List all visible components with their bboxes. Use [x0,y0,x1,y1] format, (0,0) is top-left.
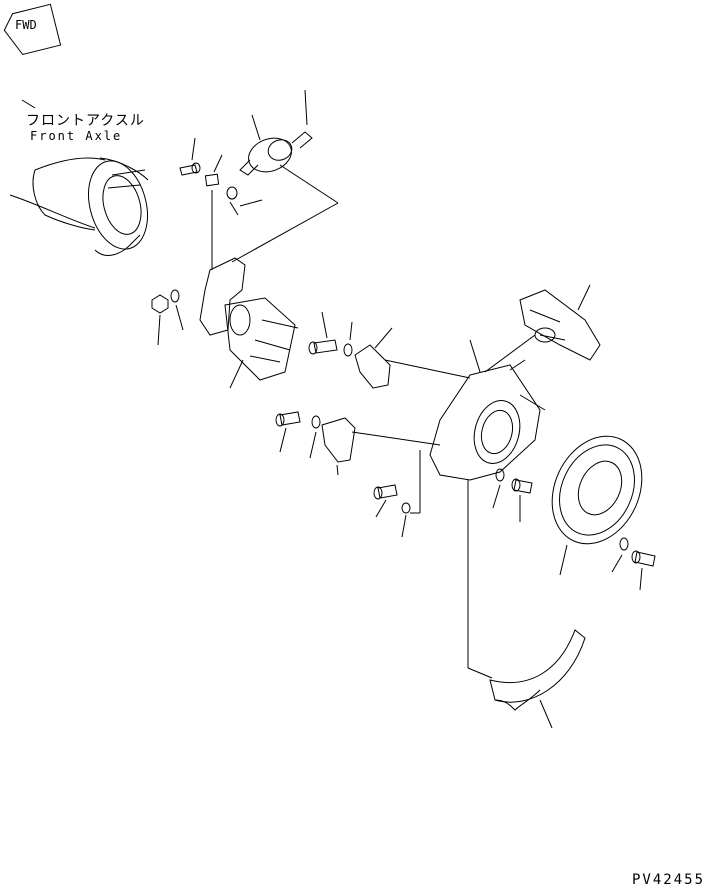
fwd-label: FWD [15,18,37,32]
dust-shield [468,480,585,728]
leader-line [232,203,338,262]
brake-pad-lower [276,412,440,475]
brake-disc [535,421,658,575]
brake-caliper-assembly [200,258,298,388]
brake-pad-upper [355,328,470,388]
brake-mounting-bracket [430,335,545,480]
caliper-upper-right [520,285,600,360]
nut-washer-left [152,290,183,345]
bolt-washer-3 [493,469,532,522]
bolt-washer-2 [374,450,420,537]
front-axle-housing [10,100,157,256]
axle-label-jp: フロントアクスル [26,113,145,129]
axle-label-en: Front Axle [30,129,123,143]
sensor-fasteners [180,138,262,270]
fwd-arrow-icon [1,4,61,57]
speed-sensor [240,90,338,203]
bolt-washer-4 [612,538,655,590]
drawing-code: PV42455 [632,872,704,888]
bolt-washer-1 [309,312,352,356]
